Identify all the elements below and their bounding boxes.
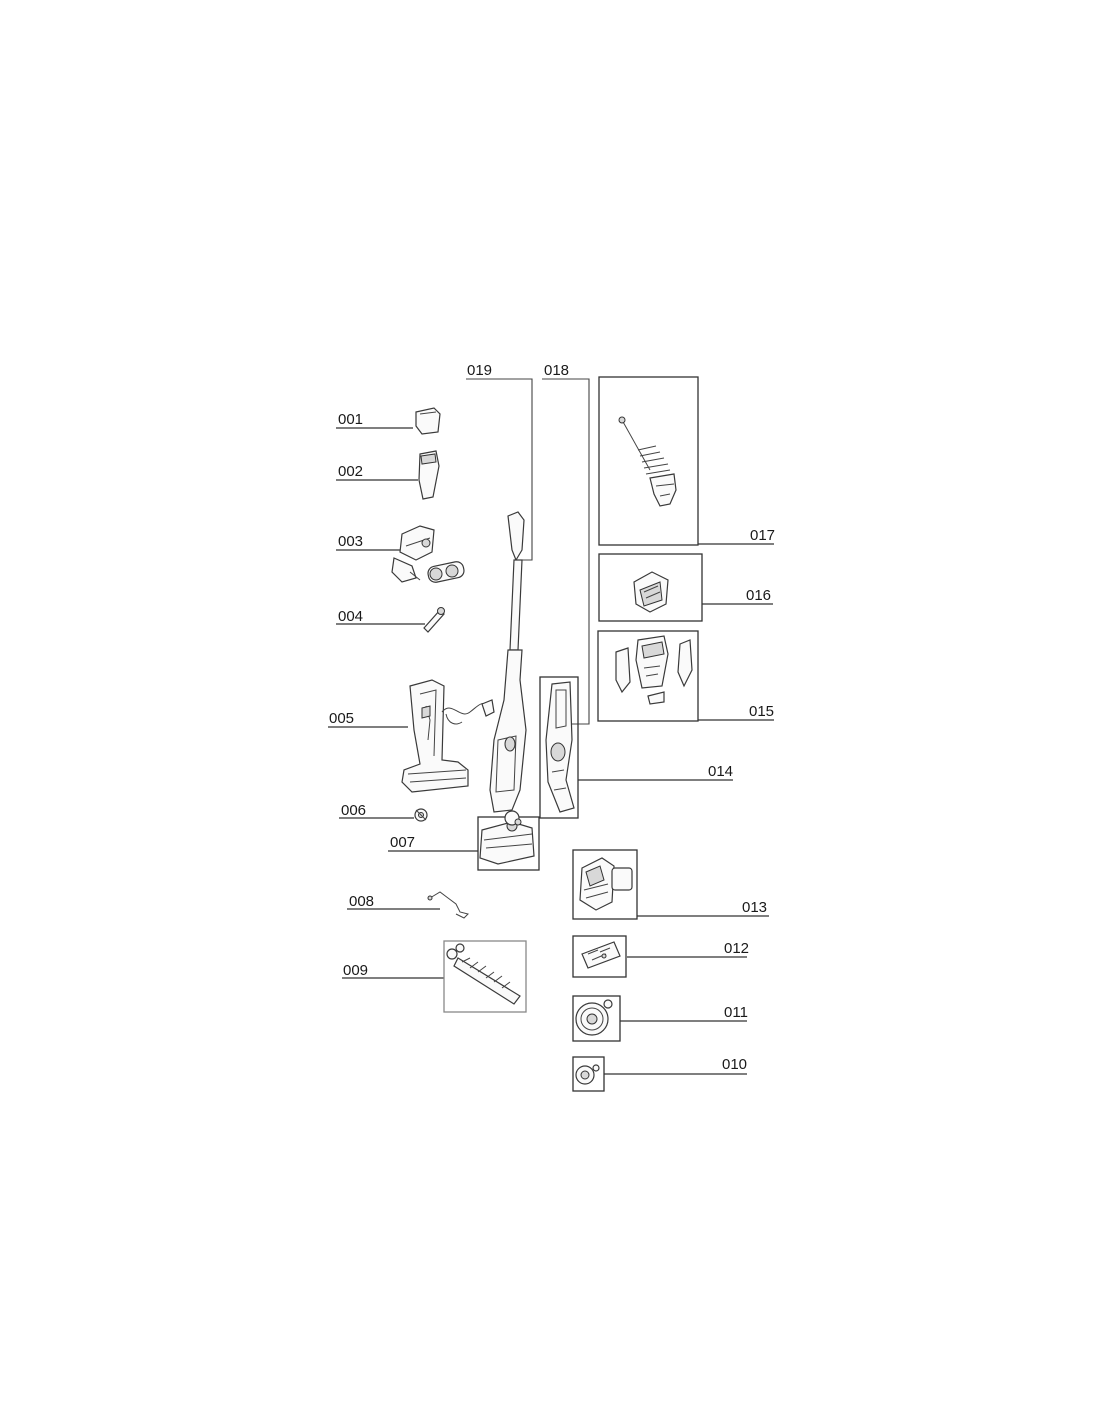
label-002: 002 xyxy=(338,463,363,480)
part-006-wheel xyxy=(414,808,428,822)
part-019-stick-vacuum xyxy=(489,511,527,826)
label-014: 014 xyxy=(708,763,733,780)
label-003: 003 xyxy=(338,533,363,550)
label-011: 011 xyxy=(724,1004,748,1021)
label-006: 006 xyxy=(341,802,366,819)
label-001: 001 xyxy=(338,411,363,428)
label-016: 016 xyxy=(746,587,771,604)
part-012-pcb xyxy=(581,941,621,969)
part-010-small-wheel xyxy=(575,1064,600,1085)
label-018: 018 xyxy=(544,362,569,379)
label-004: 004 xyxy=(338,608,363,625)
box-013 xyxy=(572,849,638,920)
box-010 xyxy=(572,1056,605,1092)
label-015: 015 xyxy=(749,703,774,720)
label-010: 010 xyxy=(722,1056,747,1073)
box-015 xyxy=(597,630,699,722)
box-017 xyxy=(598,376,699,546)
part-014-handheld-body xyxy=(545,681,575,813)
box-012 xyxy=(572,935,627,978)
part-003-battery-pack xyxy=(391,525,465,583)
part-001-cap xyxy=(415,407,441,435)
part-004-pin xyxy=(423,607,445,633)
label-013: 013 xyxy=(742,899,767,916)
part-015-dust-container xyxy=(615,635,693,705)
label-007: 007 xyxy=(390,834,415,851)
leader-019 xyxy=(466,378,533,561)
part-labels: 001 002 003 004 005 006 007 008 009 010 … xyxy=(329,362,775,1073)
part-005-charging-stand xyxy=(401,679,495,793)
label-012: 012 xyxy=(724,940,749,957)
part-011-rear-wheel xyxy=(575,999,613,1036)
detail-boxes xyxy=(443,376,703,1092)
part-017-cyclone xyxy=(618,416,677,507)
box-011 xyxy=(572,995,621,1042)
label-019: 019 xyxy=(467,362,492,379)
box-014 xyxy=(539,676,579,819)
part-013-motor xyxy=(579,857,633,911)
label-008: 008 xyxy=(349,893,374,910)
part-002-tube xyxy=(418,450,440,500)
box-016 xyxy=(598,553,703,622)
part-007-floor-nozzle xyxy=(479,820,535,865)
box-009 xyxy=(443,940,527,1013)
part-016-filter xyxy=(633,571,669,613)
label-017: 017 xyxy=(750,527,775,544)
label-009: 009 xyxy=(343,962,368,979)
label-005: 005 xyxy=(329,710,354,727)
part-009-brushroll xyxy=(446,943,521,1005)
part-008-wire xyxy=(427,891,469,919)
